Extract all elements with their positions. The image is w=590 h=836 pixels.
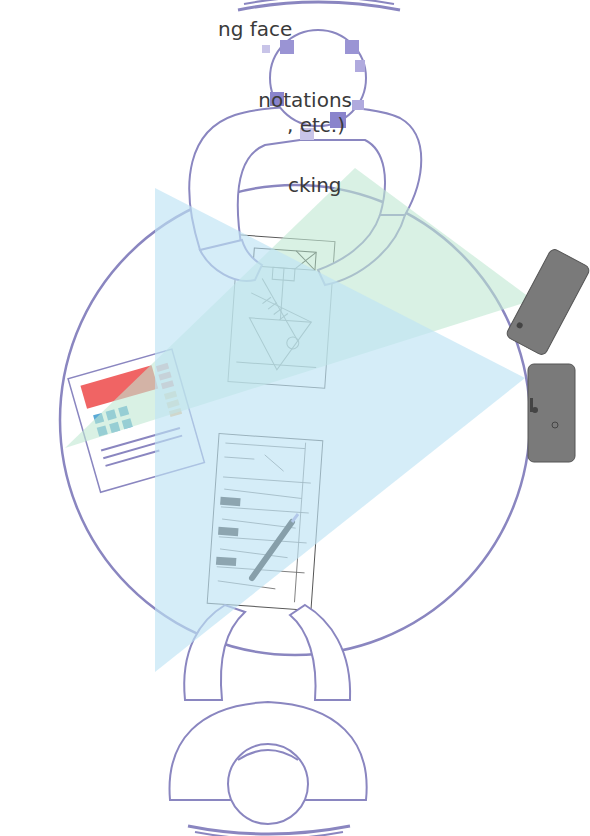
annotation-text: notations xyxy=(258,88,352,112)
annotation-text: , etc.) xyxy=(287,113,345,137)
bottom-person xyxy=(170,605,367,836)
annotation-text: ng face xyxy=(218,17,292,41)
blue-field-of-view xyxy=(155,188,525,672)
annotation-text: cking xyxy=(288,173,342,197)
phone-cameras xyxy=(505,248,590,462)
